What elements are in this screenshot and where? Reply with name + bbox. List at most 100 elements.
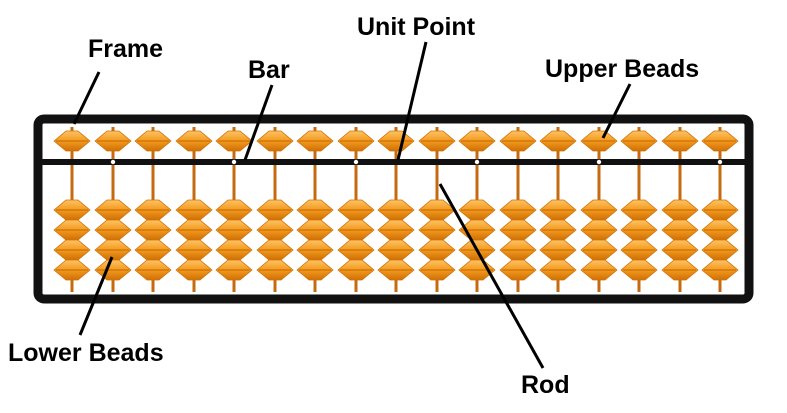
lower-bead	[499, 219, 537, 241]
lower-bead	[134, 199, 172, 221]
abacus-frame	[33, 114, 754, 304]
unit-point-dot	[717, 159, 723, 165]
lower-bead	[337, 199, 375, 221]
lower-bead	[175, 219, 213, 241]
lower-bead	[620, 199, 658, 221]
lower-bead	[94, 199, 132, 221]
lower-bead	[418, 259, 456, 281]
upper-bead	[215, 130, 253, 152]
lower-bead	[458, 199, 496, 221]
unit-point-dot	[474, 159, 480, 165]
lower-bead	[539, 259, 577, 281]
upper-bead	[134, 130, 172, 152]
lower-bead	[539, 239, 577, 261]
upper-bead	[94, 130, 132, 152]
upper-beads-pointer-line	[601, 83, 632, 139]
lower-bead	[499, 239, 537, 261]
lower-bead	[418, 239, 456, 261]
lower-bead	[296, 259, 334, 281]
lower-bead	[215, 239, 253, 261]
lower-bead	[620, 219, 658, 241]
lower-bead	[94, 259, 132, 281]
lower-bead	[539, 219, 577, 241]
abacus-bar	[42, 159, 746, 165]
lower-bead	[134, 239, 172, 261]
lower-bead	[620, 259, 658, 281]
upper-bead	[580, 130, 618, 152]
unit-point-label: Unit Point	[357, 13, 476, 41]
bar-pointer-line	[243, 84, 274, 161]
upper-bead	[377, 130, 415, 152]
unit-points-group	[110, 159, 723, 165]
frame-label: Frame	[88, 35, 163, 63]
lower-bead	[256, 199, 294, 221]
lower-bead	[337, 259, 375, 281]
rod-label: Rod	[521, 371, 570, 399]
lower-bead	[134, 219, 172, 241]
upper-bead	[337, 130, 375, 152]
lower-bead	[53, 259, 91, 281]
lower-bead	[539, 199, 577, 221]
unit-point-pointer-line	[396, 41, 428, 161]
unit-point-dot	[110, 159, 116, 165]
lower-bead	[499, 259, 537, 281]
lower-beads-pointer-line	[78, 256, 114, 336]
upper-bead	[296, 130, 334, 152]
lower-bead	[580, 259, 618, 281]
upper-bead	[175, 130, 213, 152]
lower-bead	[296, 239, 334, 261]
lower-bead	[661, 219, 699, 241]
upper-bead	[620, 130, 658, 152]
upper-bead	[458, 130, 496, 152]
lower-bead	[215, 219, 253, 241]
bar-label: Bar	[248, 56, 290, 84]
unit-point-dot	[231, 159, 237, 165]
lower-bead	[620, 239, 658, 261]
lower-bead	[134, 259, 172, 281]
unit-point-dot	[596, 159, 602, 165]
lower-bead	[296, 199, 334, 221]
lower-bead	[175, 199, 213, 221]
lower-bead	[94, 239, 132, 261]
lower-bead	[53, 239, 91, 261]
frame-pointer-line	[72, 71, 101, 125]
lower-bead	[580, 219, 618, 241]
lower-bead	[256, 259, 294, 281]
beads-group	[53, 130, 739, 281]
lower-bead	[175, 259, 213, 281]
lower-bead	[256, 219, 294, 241]
lower-bead	[53, 219, 91, 241]
lower-bead	[256, 239, 294, 261]
lower-bead	[701, 219, 739, 241]
upper-bead	[539, 130, 577, 152]
lower-bead	[418, 219, 456, 241]
lower-bead	[661, 239, 699, 261]
lower-bead	[701, 259, 739, 281]
lower-bead	[215, 259, 253, 281]
unit-point-dot	[353, 159, 359, 165]
lower-bead	[175, 239, 213, 261]
lower-bead	[377, 219, 415, 241]
lower-bead	[499, 199, 537, 221]
lower-bead	[53, 199, 91, 221]
upper-bead	[499, 130, 537, 152]
lower-beads-label: Lower Beads	[8, 339, 164, 367]
lower-bead	[94, 219, 132, 241]
upper-bead	[418, 130, 456, 152]
lower-bead	[580, 239, 618, 261]
lower-bead	[215, 199, 253, 221]
lower-bead	[337, 239, 375, 261]
lower-bead	[661, 199, 699, 221]
upper-beads-label: Upper Beads	[545, 55, 699, 83]
lower-bead	[701, 199, 739, 221]
upper-bead	[661, 130, 699, 152]
upper-bead	[256, 130, 294, 152]
lower-bead	[377, 239, 415, 261]
lower-bead	[701, 239, 739, 261]
lower-bead	[580, 199, 618, 221]
lower-bead	[661, 259, 699, 281]
lower-bead	[296, 219, 334, 241]
lower-bead	[337, 219, 375, 241]
upper-bead	[701, 130, 739, 152]
